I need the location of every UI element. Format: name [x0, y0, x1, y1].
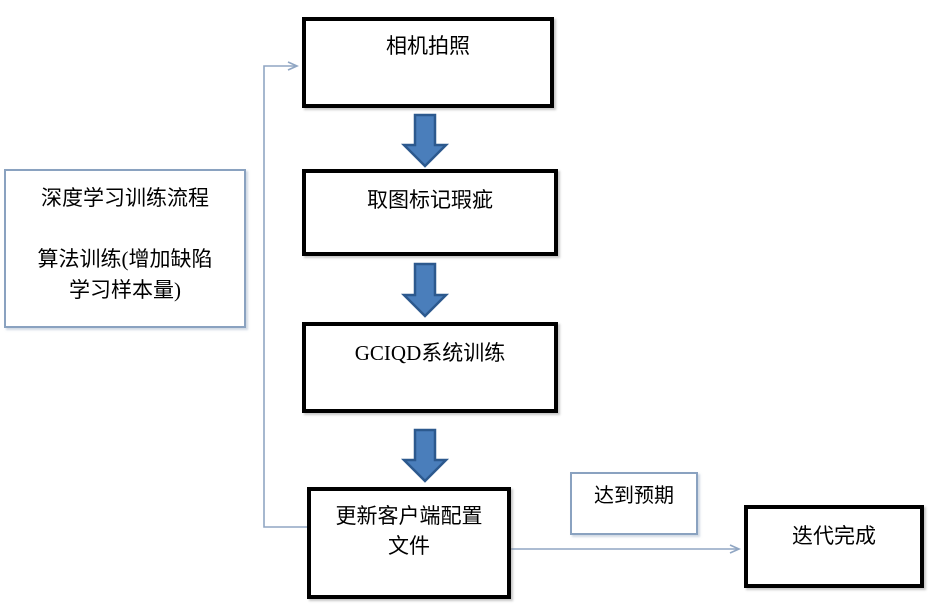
down-block-arrow-icon: [400, 262, 450, 318]
flow-node-update-config-label-line1: 更新客户端配置: [335, 504, 483, 528]
edge-label-text: 达到预期: [594, 485, 674, 507]
flow-node-update-config: 更新客户端配置 文件: [307, 487, 511, 599]
flow-node-update-config-label-line2: 文件: [388, 534, 430, 559]
flow-node-iteration-done-label: 迭代完成: [792, 524, 876, 548]
edge-label-box: 达到预期: [570, 472, 698, 535]
flow-node-system-training-label: GCIQD系统训练: [354, 341, 506, 365]
side-note-box: 深度学习训练流程 算法训练(增加缺陷 学习样本量): [4, 169, 246, 328]
side-note-line3: 学习样本量): [69, 277, 181, 302]
flow-node-system-training: GCIQD系统训练: [302, 322, 558, 413]
flow-node-mark-defects-label: 取图标记瑕疵: [367, 188, 493, 212]
side-note-line2: 算法训练(增加缺陷: [37, 247, 213, 272]
feedback-connector-line: [263, 61, 307, 528]
flow-node-camera: 相机拍照: [302, 17, 554, 108]
down-block-arrow-icon: [400, 428, 450, 483]
flow-node-iteration-done: 迭代完成: [744, 505, 924, 588]
down-block-arrow-icon: [400, 113, 450, 168]
flow-node-camera-label: 相机拍照: [386, 34, 470, 58]
side-note-line1: 深度学习训练流程: [41, 186, 209, 210]
flow-node-mark-defects: 取图标记瑕疵: [302, 169, 558, 256]
